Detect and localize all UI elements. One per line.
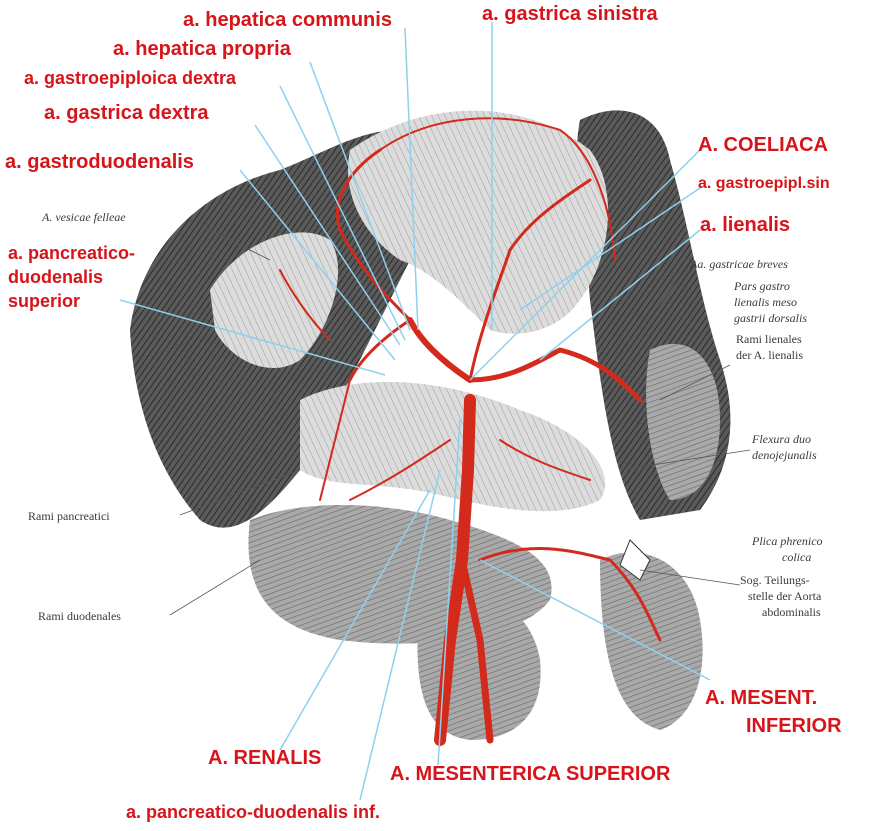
print-label-plica-2: colica — [782, 550, 812, 564]
label-pancreatico-sup-line2: duodenalis — [8, 267, 104, 287]
print-label-pars-gastro-2: lienalis meso — [734, 295, 797, 309]
spleen-right-region — [576, 110, 731, 521]
arterial-tree — [279, 117, 662, 746]
leader-hepatica-communis — [404, 27, 419, 331]
leader-gastroepiploica-dextra — [279, 85, 406, 341]
label-gastrica-sinistra: a. gastrica sinistra — [482, 3, 658, 25]
print-label-gastricae-breves: Aa. gastricae breves — [690, 257, 788, 271]
print-label-rami-lienales-1: Rami lienales — [736, 332, 802, 346]
leader-mesent-inferior — [479, 559, 711, 681]
print-label-pars-gastro-3: gastrii dorsalis — [734, 311, 808, 325]
print-label-plica-1: Plica phrenico — [752, 534, 823, 548]
kidney-area — [600, 539, 703, 730]
leader-hepatica-propria — [309, 61, 411, 331]
leader-mesenterica-superior — [437, 419, 461, 766]
print-leader-lines — [169, 224, 751, 616]
print-label-rami-pancreatici: Rami pancreatici — [28, 509, 110, 523]
label-pancreatico-sup-line3: superior — [8, 291, 81, 311]
pancreas-duodenum — [248, 381, 606, 740]
label-gastroepipl-sin: a. gastroepipl.sin — [698, 175, 830, 192]
label-renalis: A. RENALIS — [208, 747, 322, 769]
leader-gastroduodenalis — [239, 169, 396, 361]
leader-lienalis — [539, 229, 701, 361]
print-label-rami-lienales-2: der A. lienalis — [736, 348, 803, 362]
leader-pancreatico-inf — [359, 469, 441, 801]
label-lienalis: a. lienalis — [700, 214, 791, 236]
print-label-sog-2: stelle der Aorta — [748, 589, 822, 603]
leader-coeliaca — [469, 149, 701, 381]
leader-renalis — [279, 489, 431, 751]
label-gastrica-dextra: a. gastrica dextra — [44, 102, 209, 124]
label-pancreatico-inf: a. pancreatico-duodenalis inf. — [126, 802, 381, 822]
leader-gastrica-dextra — [254, 124, 401, 346]
label-coeliaca: A. COELIACA — [698, 134, 828, 156]
print-label-vesicae-felleae: A. vesicae felleae — [42, 210, 126, 224]
label-mesent-inferior-line2: INFERIOR — [746, 715, 842, 737]
label-gastroduodenalis: a. gastroduodenalis — [5, 151, 194, 173]
print-label-pars-gastro-1: Pars gastro — [734, 279, 790, 293]
print-label-flexura-2: denojejunalis — [752, 448, 817, 462]
label-gastroepiploica-dextra: a. gastroepiploica dextra — [24, 68, 237, 88]
label-hepatica-propria: a. hepatica propria — [113, 38, 291, 60]
label-mesenterica-superior: A. MESENTERICA SUPERIOR — [390, 763, 671, 785]
label-mesent-inferior-line1: A. MESENT. — [705, 687, 818, 709]
print-label-rami-duodenales: Rami duodenales — [38, 609, 121, 623]
leader-gastroepipl-sin — [519, 187, 701, 311]
leader-lines — [119, 22, 711, 801]
label-pancreatico-sup-line1: a. pancreatico- — [8, 243, 136, 263]
stomach — [348, 110, 609, 334]
leader-pancreatico-sup — [119, 299, 386, 376]
print-label-sog-1: Sog. Teilungs- — [740, 573, 810, 587]
print-label-sog-3: abdominalis — [762, 605, 821, 619]
label-hepatica-communis: a. hepatica communis — [183, 9, 392, 31]
print-label-flexura-1: Flexura duo — [752, 432, 811, 446]
